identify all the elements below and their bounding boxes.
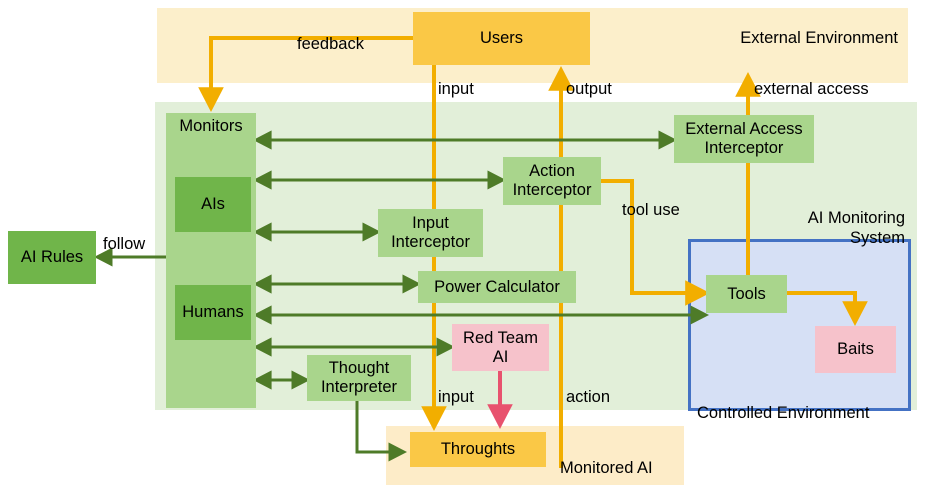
node-monitors-label: Monitors [179,117,243,135]
node-external-access-interceptor-label: External Access Interceptor [685,120,803,157]
panel-label-ai-monitoring-system: AI Monitoring System [807,209,905,247]
node-input-interceptor-label: Input Interceptor [391,214,470,251]
node-humans-label: Humans [182,303,244,322]
edge-label-tool-use: tool use [622,201,680,219]
node-ai-rules[interactable]: AI Rules [8,231,96,284]
node-ais-label: AIs [201,195,225,214]
node-baits-label: Baits [837,340,874,359]
edge-label-feedback: feedback [297,35,364,53]
node-humans[interactable]: Humans [175,285,251,340]
edge-label-action: action [566,388,611,406]
node-throughts[interactable]: Throughts [410,432,546,467]
connector-tools-baits [787,291,868,327]
node-users[interactable]: Users [413,12,590,65]
node-throughts-label: Throughts [440,440,516,459]
node-external-access-interceptor[interactable]: External Access Interceptor [674,115,814,163]
node-thought-interpreter-label: Thought Interpreter [320,359,398,396]
connector-tool-use [601,179,711,306]
edge-label-input-bottom: input [438,388,474,406]
connector-thought-interpreter-throughts [355,401,408,462]
panel-controlled-environment [688,239,911,411]
connector-feedback [198,36,413,113]
node-baits[interactable]: Baits [815,326,896,373]
node-red-team-ai[interactable]: Red Team AI [452,324,549,371]
node-tools[interactable]: Tools [706,275,787,313]
node-input-interceptor[interactable]: Input Interceptor [378,209,483,257]
node-power-calculator-label: Power Calculator [434,277,560,296]
node-power-calculator[interactable]: Power Calculator [418,271,576,303]
panel-label-controlled-environment: Controlled Environment [697,404,870,423]
panel-label-external-environment: External Environment [740,29,898,48]
edge-label-follow: follow [103,235,146,253]
node-ais[interactable]: AIs [175,177,251,232]
edge-label-input-top: input [438,80,474,98]
node-tools-label: Tools [727,284,766,303]
node-thought-interpreter[interactable]: Thought Interpreter [307,355,411,401]
node-users-label: Users [479,29,524,48]
panel-label-monitored-ai: Monitored AI [560,459,653,478]
node-action-interceptor[interactable]: Action Interceptor [503,157,601,205]
node-ai-rules-label: AI Rules [20,248,84,267]
node-monitors[interactable]: Monitors [166,113,256,408]
edge-label-output: output [566,80,612,98]
edge-label-external-access: external access [754,80,869,98]
node-action-interceptor-label: Action Interceptor [512,162,592,199]
node-red-team-ai-label: Red Team AI [463,328,538,366]
